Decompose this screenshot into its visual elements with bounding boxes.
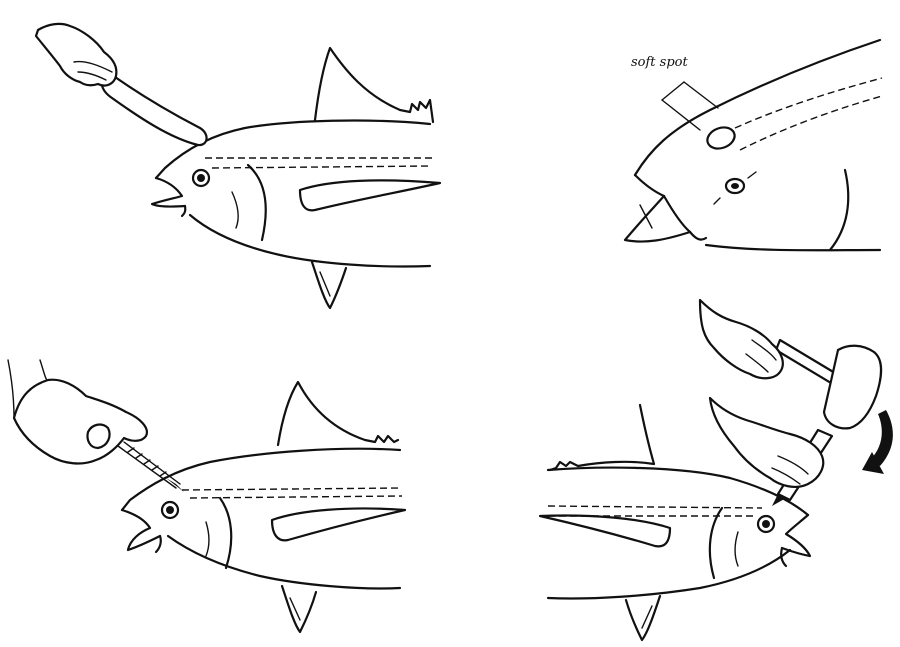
fish-body	[122, 382, 405, 632]
panel-hammer	[540, 300, 893, 640]
hand-icon	[8, 360, 147, 463]
upper-hand-icon	[700, 300, 783, 378]
lower-hand-icon	[710, 398, 823, 487]
spike-icon	[118, 442, 184, 492]
fish-body	[152, 48, 440, 308]
curved-arrow-icon	[862, 410, 893, 474]
fish-head-detail	[625, 40, 882, 250]
club-icon	[102, 72, 207, 145]
panel-stun-club	[36, 24, 440, 308]
hammer-icon	[776, 340, 881, 428]
soft-spot-marker	[704, 124, 737, 152]
soft-spot-label: soft spot	[631, 55, 688, 70]
panel-soft-spot: soft spot	[625, 40, 882, 250]
panel-spike	[8, 360, 405, 632]
hand-icon	[36, 24, 116, 86]
